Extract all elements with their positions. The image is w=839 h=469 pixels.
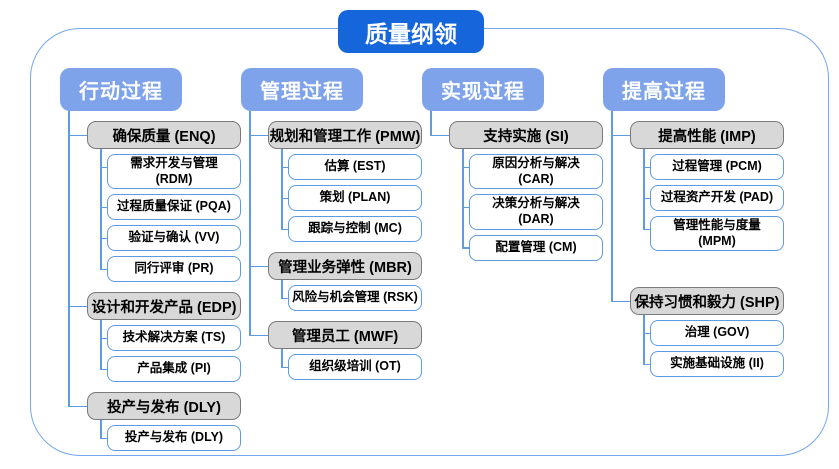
group-mbr: 管理业务弹性 (MBR) 风险与机会管理 (RSK) (249, 242, 422, 311)
leaf-node-car: 原因分析与解决 (CAR) (469, 154, 603, 190)
leaf-node-mc: 跟踪与控制 (MC) (288, 216, 422, 242)
tree-child: 过程管理 (PCM) (643, 149, 784, 180)
column-management-process: 管理过程 规划和管理工作 (PMW) 估算 (EST) 策划 (PLAN) 跟踪… (241, 68, 422, 451)
diagram-title: 质量纲领 (338, 10, 484, 53)
leaf-node-pqa: 过程质量保证 (PQA) (107, 194, 241, 221)
leaf-node-dly: 投产与发布 (DLY) (107, 425, 241, 452)
column-action-process: 行动过程 确保质量 (ENQ) 需求开发与管理 (RDM) 过程质量保证 (PQ… (60, 68, 241, 452)
tree-child: 验证与确认 (VV) (100, 220, 241, 252)
column-header-improvement-process: 提高过程 (603, 68, 725, 111)
group-dly: 投产与发布 (DLY) 投产与发布 (DLY) (68, 382, 241, 452)
group-enq: 确保质量 (ENQ) 需求开发与管理 (RDM) 过程质量保证 (PQA) 验证… (68, 111, 241, 283)
leaf-node-ts: 技术解决方案 (TS) (107, 325, 241, 352)
leaf-node-vv: 验证与确认 (VV) (107, 225, 241, 252)
group-node-dly: 投产与发布 (DLY) (87, 392, 241, 421)
tree-child: 决策分析与解决 (DAR) (462, 189, 603, 230)
group-node-shp: 保持习惯和毅力 (SHP) (630, 287, 784, 316)
leaf-node-cm: 配置管理 (CM) (469, 234, 603, 261)
group-imp: 提高性能 (IMP) 过程管理 (PCM) 过程资产开发 (PAD) 管理性能与… (611, 111, 784, 252)
tree-child: 跟踪与控制 (MC) (281, 211, 422, 242)
tree-child: 组织级培训 (OT) (281, 349, 422, 380)
diagram-columns: 行动过程 确保质量 (ENQ) 需求开发与管理 (RDM) 过程质量保证 (PQ… (60, 68, 784, 452)
leaf-node-pad: 过程资产开发 (PAD) (650, 185, 784, 211)
children-edp: 技术解决方案 (TS) 产品集成 (PI) (100, 320, 241, 383)
tree-child: 管理性能与度量 (MPM) (643, 211, 784, 252)
children-imp: 过程管理 (PCM) 过程资产开发 (PAD) 管理性能与度量 (MPM) (643, 149, 784, 252)
groups-management-process: 规划和管理工作 (PMW) 估算 (EST) 策划 (PLAN) 跟踪与控制 (… (249, 111, 422, 380)
groups-improvement-process: 提高性能 (IMP) 过程管理 (PCM) 过程资产开发 (PAD) 管理性能与… (611, 111, 784, 378)
leaf-node-est: 估算 (EST) (288, 154, 422, 180)
leaf-node-dar: 决策分析与解决 (DAR) (469, 194, 603, 230)
group-node-si: 支持实施 (SI) (449, 121, 603, 149)
children-mwf: 组织级培训 (OT) (281, 349, 422, 380)
tree-child: 估算 (EST) (281, 149, 422, 180)
group-node-mbr: 管理业务弹性 (MBR) (268, 252, 422, 280)
leaf-node-mpm: 管理性能与度量 (MPM) (650, 216, 784, 252)
tree-child: 需求开发与管理 (RDM) (100, 149, 241, 190)
leaf-node-pi: 产品集成 (PI) (107, 356, 241, 383)
leaf-node-gov: 治理 (GOV) (650, 320, 784, 347)
children-dly: 投产与发布 (DLY) (100, 420, 241, 452)
children-si: 原因分析与解决 (CAR) 决策分析与解决 (DAR) 配置管理 (CM) (462, 149, 603, 261)
tree-child: 投产与发布 (DLY) (100, 420, 241, 452)
leaf-node-plan: 策划 (PLAN) (288, 185, 422, 211)
group-edp: 设计和开发产品 (EDP) 技术解决方案 (TS) 产品集成 (PI) (68, 282, 241, 383)
tree-child: 配置管理 (CM) (462, 229, 603, 261)
leaf-node-pcm: 过程管理 (PCM) (650, 154, 784, 180)
children-mbr: 风险与机会管理 (RSK) (281, 280, 422, 311)
group-si: 支持实施 (SI) 原因分析与解决 (CAR) 决策分析与解决 (DAR) 配置… (430, 111, 603, 261)
group-node-enq: 确保质量 (ENQ) (87, 121, 241, 149)
tree-child: 产品集成 (PI) (100, 351, 241, 383)
children-pmw: 估算 (EST) 策划 (PLAN) 跟踪与控制 (MC) (281, 149, 422, 242)
tree-child: 策划 (PLAN) (281, 180, 422, 211)
group-mwf: 管理员工 (MWF) 组织级培训 (OT) (249, 311, 422, 380)
tree-child: 技术解决方案 (TS) (100, 320, 241, 352)
tree-child: 过程资产开发 (PAD) (643, 180, 784, 211)
leaf-node-pr: 同行评审 (PR) (107, 256, 241, 283)
leaf-node-rdm: 需求开发与管理 (RDM) (107, 154, 241, 190)
group-node-imp: 提高性能 (IMP) (630, 121, 784, 149)
group-node-pmw: 规划和管理工作 (PMW) (268, 121, 422, 149)
tree-child: 同行评审 (PR) (100, 251, 241, 283)
group-pmw: 规划和管理工作 (PMW) 估算 (EST) 策划 (PLAN) 跟踪与控制 (… (249, 111, 422, 242)
group-shp: 保持习惯和毅力 (SHP) 治理 (GOV) 实施基础设施 (II) (611, 251, 784, 378)
tree-child: 风险与机会管理 (RSK) (281, 280, 422, 311)
leaf-node-ii: 实施基础设施 (II) (650, 351, 784, 378)
group-node-mwf: 管理员工 (MWF) (268, 321, 422, 349)
tree-child: 实施基础设施 (II) (643, 346, 784, 378)
children-shp: 治理 (GOV) 实施基础设施 (II) (643, 315, 784, 378)
tree-child: 过程质量保证 (PQA) (100, 189, 241, 221)
tree-child: 原因分析与解决 (CAR) (462, 149, 603, 190)
column-realization-process: 实现过程 支持实施 (SI) 原因分析与解决 (CAR) 决策分析与解决 (DA… (422, 68, 603, 451)
groups-realization-process: 支持实施 (SI) 原因分析与解决 (CAR) 决策分析与解决 (DAR) 配置… (430, 111, 603, 261)
leaf-node-ot: 组织级培训 (OT) (288, 354, 422, 380)
children-enq: 需求开发与管理 (RDM) 过程质量保证 (PQA) 验证与确认 (VV) 同行… (100, 149, 241, 283)
column-header-management-process: 管理过程 (241, 68, 363, 111)
column-header-realization-process: 实现过程 (422, 68, 544, 111)
column-header-action-process: 行动过程 (60, 68, 182, 111)
tree-child: 治理 (GOV) (643, 315, 784, 347)
column-improvement-process: 提高过程 提高性能 (IMP) 过程管理 (PCM) 过程资产开发 (PAD) … (603, 68, 784, 451)
group-node-edp: 设计和开发产品 (EDP) (87, 292, 241, 321)
leaf-node-rsk: 风险与机会管理 (RSK) (288, 285, 422, 311)
groups-action-process: 确保质量 (ENQ) 需求开发与管理 (RDM) 过程质量保证 (PQA) 验证… (68, 111, 241, 452)
